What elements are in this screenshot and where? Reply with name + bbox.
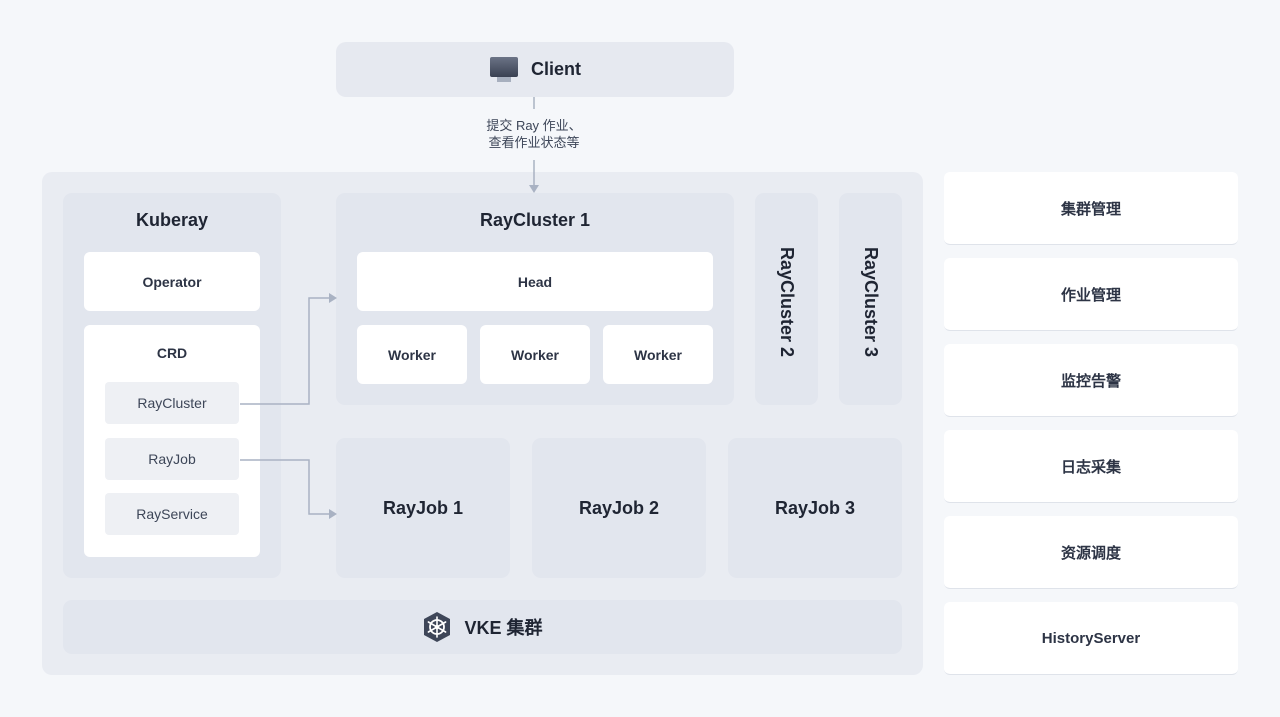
crd-title: CRD (156, 345, 188, 361)
worker-label: Worker (511, 346, 559, 363)
worker-label: Worker (388, 346, 436, 363)
raycluster2-title: RayCluster 2 (777, 247, 797, 358)
crd-item-label: RayService (136, 506, 208, 522)
crd-item-rayjob: RayJob (105, 438, 239, 480)
monitor-icon (489, 56, 518, 82)
side-item-label: 资源调度 (1060, 544, 1121, 562)
vke-cluster-bar: VKE 集群 (63, 600, 902, 654)
operator-label: Operator (142, 273, 202, 290)
crd-item-label: RayJob (148, 451, 196, 467)
crd-item-label: RayCluster (137, 395, 207, 411)
side-item-log-collection: 日志采集 (944, 430, 1238, 503)
vke-label: VKE 集群 (464, 618, 543, 638)
client-label: Client (530, 59, 581, 79)
side-item-resource-scheduling: 资源调度 (944, 516, 1238, 589)
side-item-job-management: 作业管理 (944, 258, 1238, 331)
side-item-cluster-management: 集群管理 (944, 172, 1238, 245)
rayjob3-panel: RayJob 3 (728, 438, 902, 578)
submit-annotation: 提交 Ray 作业、 查看作业状态等 (470, 117, 598, 151)
raycluster1-title: RayCluster 1 (479, 210, 591, 230)
rayjob2-panel: RayJob 2 (532, 438, 706, 578)
rayjob-label: RayJob 1 (382, 497, 464, 518)
crd-item-raycluster: RayCluster (105, 382, 239, 424)
submit-annotation-line2: 查看作业状态等 (488, 135, 580, 150)
kubernetes-icon (424, 612, 451, 642)
rayjob-label: RayJob 3 (774, 497, 856, 518)
submit-annotation-line1: 提交 Ray 作业、 (486, 118, 582, 133)
rayjob-label: RayJob 2 (578, 497, 660, 518)
side-item-label: HistoryServer (1041, 629, 1141, 647)
worker-label: Worker (634, 346, 682, 363)
raycluster2-panel: RayCluster 2 (755, 193, 818, 405)
worker-box-3: Worker (603, 325, 713, 384)
client-box: Client (336, 42, 734, 97)
rayjob1-panel: RayJob 1 (336, 438, 510, 578)
side-item-label: 作业管理 (1060, 286, 1121, 304)
side-item-label: 集群管理 (1060, 200, 1121, 218)
head-box: Head (357, 252, 713, 311)
side-item-label: 日志采集 (1060, 458, 1121, 476)
side-item-history-server: HistoryServer (944, 602, 1238, 675)
raycluster3-title: RayCluster 3 (861, 247, 881, 358)
operator-box: Operator (84, 252, 260, 311)
head-label: Head (517, 273, 553, 290)
worker-box-1: Worker (357, 325, 467, 384)
raycluster3-panel: RayCluster 3 (839, 193, 902, 405)
kuberay-title: Kuberay (135, 210, 209, 230)
worker-box-2: Worker (480, 325, 590, 384)
side-item-monitoring-alerts: 监控告警 (944, 344, 1238, 417)
side-item-label: 监控告警 (1060, 372, 1121, 390)
crd-item-rayservice: RayService (105, 493, 239, 535)
